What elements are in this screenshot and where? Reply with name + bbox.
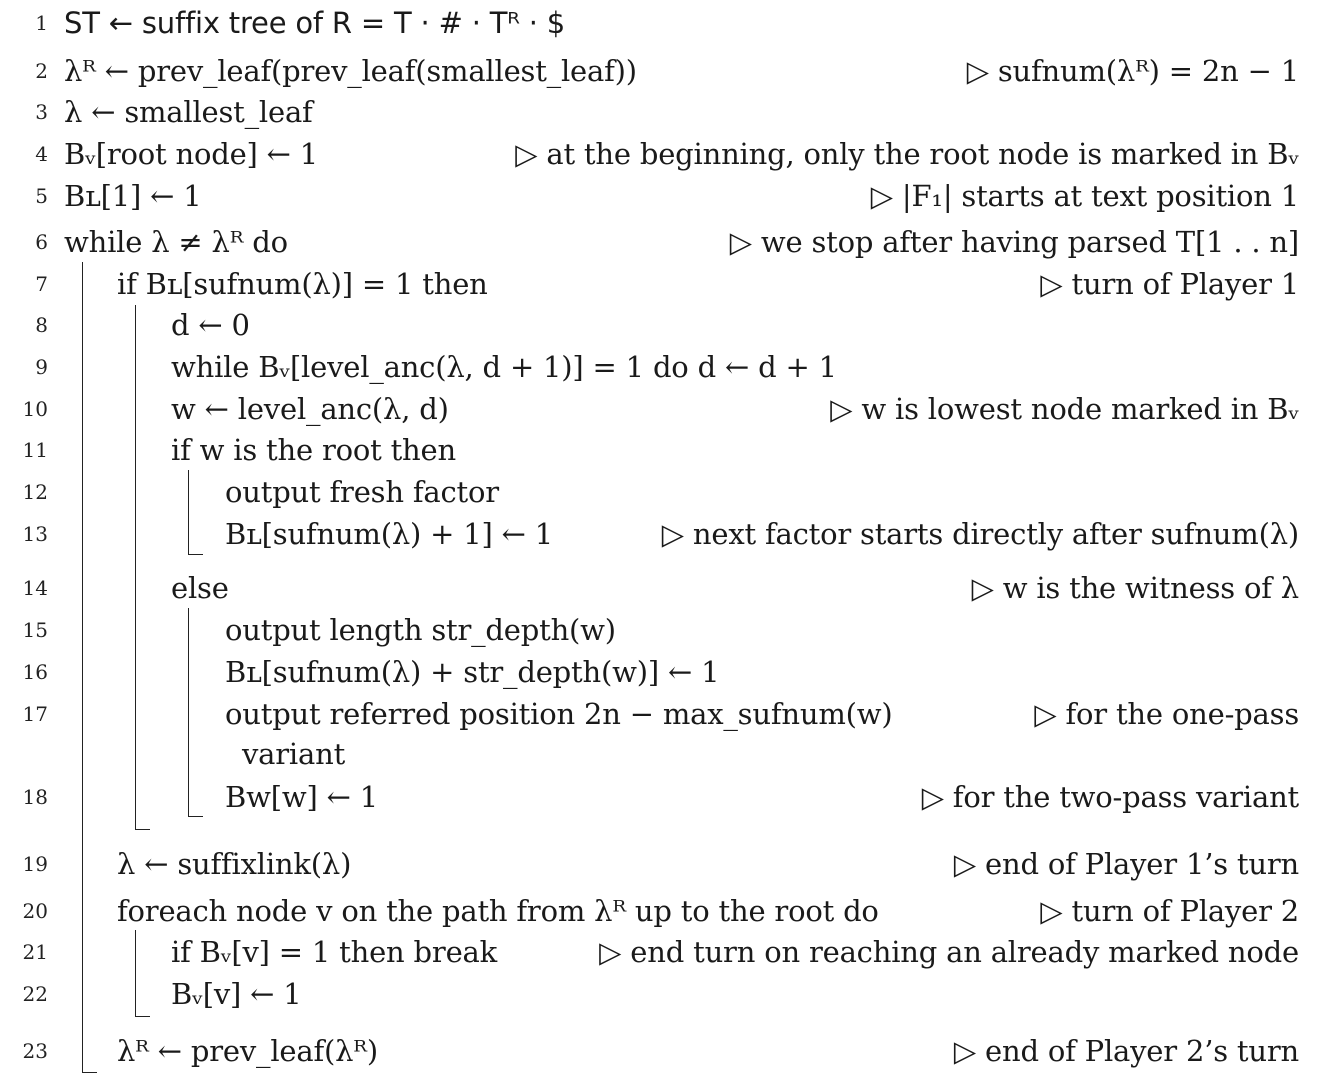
algorithm-line: 4 Bᵥ[root node] ← 1 ▷ at the beginning, … — [0, 133, 1323, 175]
line-code: Bᵥ[root node] ← 1 — [64, 137, 319, 171]
scope-bar-if-player1 — [135, 305, 150, 830]
line-comment: ▷ turn of Player 2 — [1040, 894, 1299, 928]
line-code: d ← 0 — [171, 308, 250, 342]
line-code: Bᵥ[v] ← 1 — [171, 977, 302, 1011]
line-number: 3 — [35, 100, 48, 124]
line-number: 15 — [22, 618, 48, 642]
line-code: λ ← suffixlink(λ) — [117, 847, 352, 881]
line-comment: ▷ sufnum(λᴿ) = 2n − 1 — [966, 54, 1299, 88]
line-number: 12 — [22, 480, 48, 504]
algorithm-line: 21 if Bᵥ[v] = 1 then break ▷ end turn on… — [0, 931, 1323, 973]
line-number: 11 — [22, 438, 48, 462]
line-number: 16 — [22, 660, 48, 684]
scope-bar-else — [188, 608, 203, 817]
algorithm-line: 12 output fresh factor — [0, 471, 1323, 513]
line-code: λᴿ ← prev_leaf(prev_leaf(smallest_leaf)) — [64, 54, 637, 88]
line-number: 21 — [22, 940, 48, 964]
algorithm-line: 6 while λ ≠ λᴿ do ▷ we stop after having… — [0, 221, 1323, 263]
algorithm-line: 15 output length str_depth(w) — [0, 609, 1323, 651]
algorithm-line: 23 λᴿ ← prev_leaf(λᴿ) ▷ end of Player 2’… — [0, 1030, 1323, 1072]
line-number: 14 — [22, 576, 48, 600]
algorithm-line: 8 d ← 0 — [0, 304, 1323, 346]
line-code: Bʟ[sufnum(λ) + 1] ← 1 — [225, 517, 554, 551]
algorithm-line: 13 Bʟ[sufnum(λ) + 1] ← 1 ▷ next factor s… — [0, 513, 1323, 555]
line-number: 18 — [22, 785, 48, 809]
line-code: if Bᵥ[v] = 1 then break — [171, 935, 497, 969]
line-comment: ▷ |F₁| starts at text position 1 — [870, 179, 1299, 213]
line-comment: ▷ turn of Player 1 — [1040, 267, 1299, 301]
line-number: 2 — [35, 59, 48, 83]
line-number: 13 — [22, 522, 48, 546]
line-number: 5 — [35, 184, 48, 208]
line-comment: ▷ for the two-pass variant — [921, 780, 1300, 814]
line-number: 20 — [22, 899, 48, 923]
line-comment: ▷ end of Player 1’s turn — [953, 847, 1299, 881]
scope-bar-if-root — [188, 470, 203, 555]
scope-bar-while — [82, 262, 97, 1073]
algorithm-line: 7 if Bʟ[sufnum(λ)] = 1 then ▷ turn of Pl… — [0, 263, 1323, 305]
line-code: Bʟ[sufnum(λ) + str_depth(w)] ← 1 — [225, 655, 720, 689]
line-code: λ ← smallest_leaf — [64, 95, 313, 129]
algorithm-line: 3 λ ← smallest_leaf — [0, 91, 1323, 133]
algorithm-line: 5 Bʟ[1] ← 1 ▷ |F₁| starts at text positi… — [0, 175, 1323, 217]
algorithm-line: 18 Bᴡ[w] ← 1 ▷ for the two-pass variant — [0, 776, 1323, 818]
line-code: λᴿ ← prev_leaf(λᴿ) — [117, 1034, 378, 1068]
line-code: if Bʟ[sufnum(λ)] = 1 then — [117, 267, 488, 301]
line-number: 10 — [22, 397, 48, 421]
line-number: 17 — [22, 702, 48, 726]
line-comment: ▷ we stop after having parsed T[1 . . n] — [729, 225, 1299, 259]
algorithm-line: 11 if w is the root then — [0, 429, 1323, 471]
algorithm-line: 16 Bʟ[sufnum(λ) + str_depth(w)] ← 1 — [0, 651, 1323, 693]
line-code: else — [171, 571, 229, 605]
line-number: 6 — [35, 230, 48, 254]
line-number: 8 — [35, 313, 48, 337]
line-code: while Bᵥ[level_anc(λ, d + 1)] = 1 do d ←… — [171, 350, 837, 384]
line-code-continuation: variant — [242, 737, 346, 771]
algorithm-line-continuation: variant — [0, 733, 1323, 775]
line-number: 19 — [22, 852, 48, 876]
algorithm-line: 1 ST ← suffix tree of R = T · # · Tᴿ · $ — [0, 2, 1323, 44]
line-number: 22 — [22, 982, 48, 1006]
algorithm-line: 9 while Bᵥ[level_anc(λ, d + 1)] = 1 do d… — [0, 346, 1323, 388]
algorithm-line: 22 Bᵥ[v] ← 1 — [0, 973, 1323, 1015]
line-comment: ▷ end of Player 2’s turn — [953, 1034, 1299, 1068]
algorithm-line: 2 λᴿ ← prev_leaf(prev_leaf(smallest_leaf… — [0, 50, 1323, 92]
line-number: 9 — [35, 355, 48, 379]
line-comment: ▷ next factor starts directly after sufn… — [661, 517, 1299, 551]
line-code: Bᴡ[w] ← 1 — [225, 780, 378, 814]
algorithm-line: 10 w ← level_anc(λ, d) ▷ w is lowest nod… — [0, 388, 1323, 430]
line-number: 23 — [22, 1039, 48, 1063]
scope-bar-foreach — [135, 930, 150, 1017]
line-code: ST ← suffix tree of R = T · # · Tᴿ · $ — [64, 6, 566, 40]
line-code: output length str_depth(w) — [225, 613, 616, 647]
algorithm-line: 17 output referred position 2n − max_suf… — [0, 693, 1323, 735]
line-code: w ← level_anc(λ, d) — [171, 392, 449, 426]
line-comment: ▷ w is lowest node marked in Bᵥ — [830, 392, 1299, 426]
line-code: while λ ≠ λᴿ do — [64, 225, 288, 259]
line-code: Bʟ[1] ← 1 — [64, 179, 202, 213]
line-comment: ▷ at the beginning, only the root node i… — [515, 137, 1299, 171]
line-number: 7 — [35, 272, 48, 296]
algorithm-line: 20 foreach node v on the path from λᴿ up… — [0, 890, 1323, 932]
line-number: 1 — [35, 11, 48, 35]
line-number: 4 — [35, 142, 48, 166]
line-comment: ▷ w is the witness of λ — [971, 571, 1300, 605]
line-code: foreach node v on the path from λᴿ up to… — [117, 894, 879, 928]
algorithm-line: 19 λ ← suffixlink(λ) ▷ end of Player 1’s… — [0, 843, 1323, 885]
algorithm-line: 14 else ▷ w is the witness of λ — [0, 567, 1323, 609]
line-code: output referred position 2n − max_sufnum… — [225, 697, 893, 731]
line-comment: ▷ for the one-pass — [1034, 697, 1299, 731]
line-code: output fresh factor — [225, 475, 499, 509]
line-code: if w is the root then — [171, 433, 456, 467]
line-comment: ▷ end turn on reaching an already marked… — [599, 935, 1299, 969]
